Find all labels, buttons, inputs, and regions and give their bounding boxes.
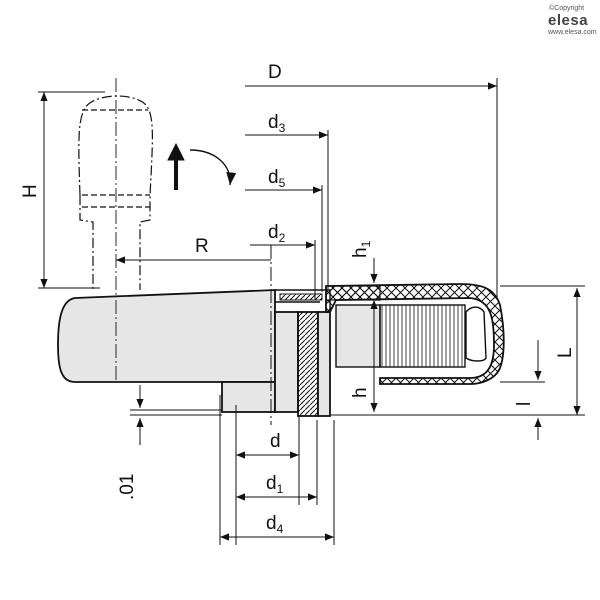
label-R: R [195,236,209,257]
label-h: h [350,387,371,398]
rotation-arrow-icon [167,142,237,190]
label-d3: d3 [268,112,286,135]
copyright-text: ©Copyright [549,4,584,12]
brand-url: www.elesa.com [547,29,597,36]
label-H: H [20,184,41,198]
brand-name: elesa [548,12,588,29]
elesa-logo: ©Copyright elesa www.elesa.com [547,4,597,36]
dimension-lines [38,78,585,545]
label-h1: h1 [350,240,373,258]
label-d5: d5 [268,167,286,190]
label-tolerance: .01 [117,474,138,500]
label-D: D [268,62,282,83]
handwheel-body [57,245,505,425]
fold-away-handle [78,78,153,300]
label-l: l [514,402,535,406]
label-d: d [270,431,281,452]
label-d1: d1 [266,473,284,496]
label-L: L [555,347,576,358]
dimension-labels: D d3 d5 d2 R H h1 h L l d d1 d4 .01 [20,62,576,536]
label-d2: d2 [268,222,286,245]
label-d4: d4 [266,513,284,536]
